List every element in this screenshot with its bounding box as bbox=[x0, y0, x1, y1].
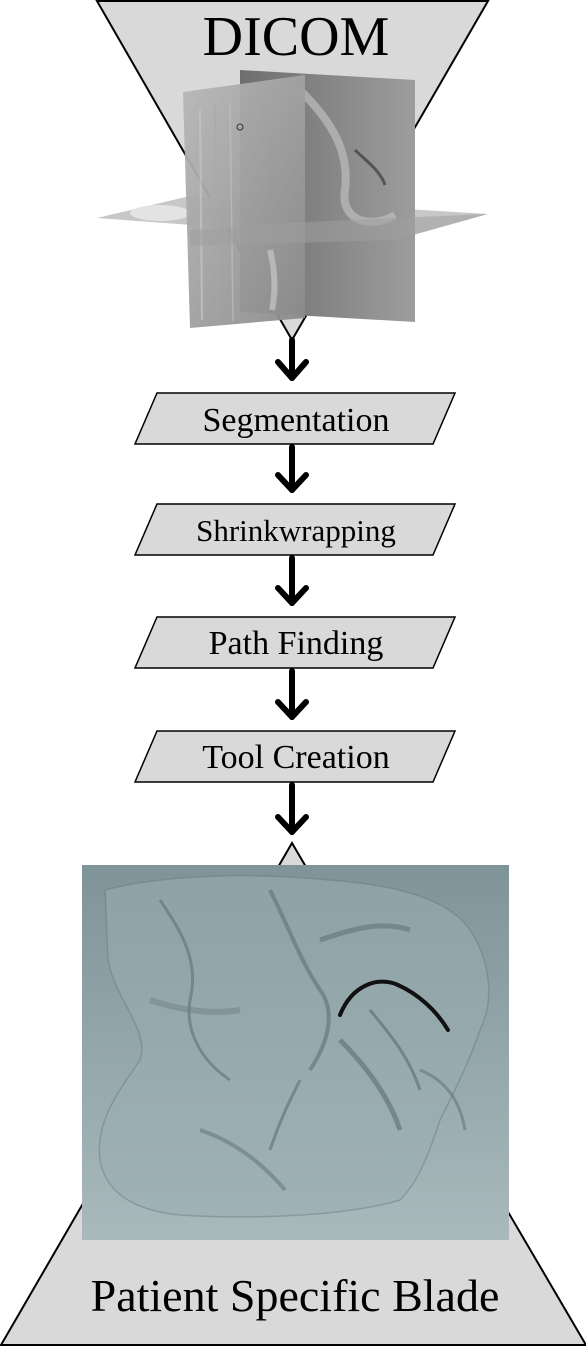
dicom-block: DICOM bbox=[95, 0, 490, 343]
blade-path bbox=[338, 979, 450, 1032]
output-block: Patient Specific Blade bbox=[0, 841, 586, 1346]
step-shrinkwrapping: Shrinkwrapping bbox=[133, 503, 457, 556]
arrow-2 bbox=[275, 444, 309, 493]
blade-render-image bbox=[82, 865, 509, 1240]
arrow-4 bbox=[275, 668, 309, 720]
step-label: Segmentation bbox=[203, 402, 390, 439]
step-label: Shrinkwrapping bbox=[196, 513, 396, 548]
step-label: Tool Creation bbox=[202, 739, 389, 776]
step-segmentation: Segmentation bbox=[133, 392, 457, 445]
dicom-title: DICOM bbox=[203, 6, 390, 68]
dicom-slices-image bbox=[97, 70, 488, 328]
step-path-finding: Path Finding bbox=[133, 616, 457, 669]
step-label: Path Finding bbox=[209, 625, 384, 662]
arrow-1 bbox=[275, 337, 309, 381]
step-tool-creation: Tool Creation bbox=[133, 730, 457, 783]
output-label: Patient Specific Blade bbox=[91, 1270, 500, 1321]
arrow-3 bbox=[275, 555, 309, 606]
arrow-5 bbox=[275, 782, 309, 835]
